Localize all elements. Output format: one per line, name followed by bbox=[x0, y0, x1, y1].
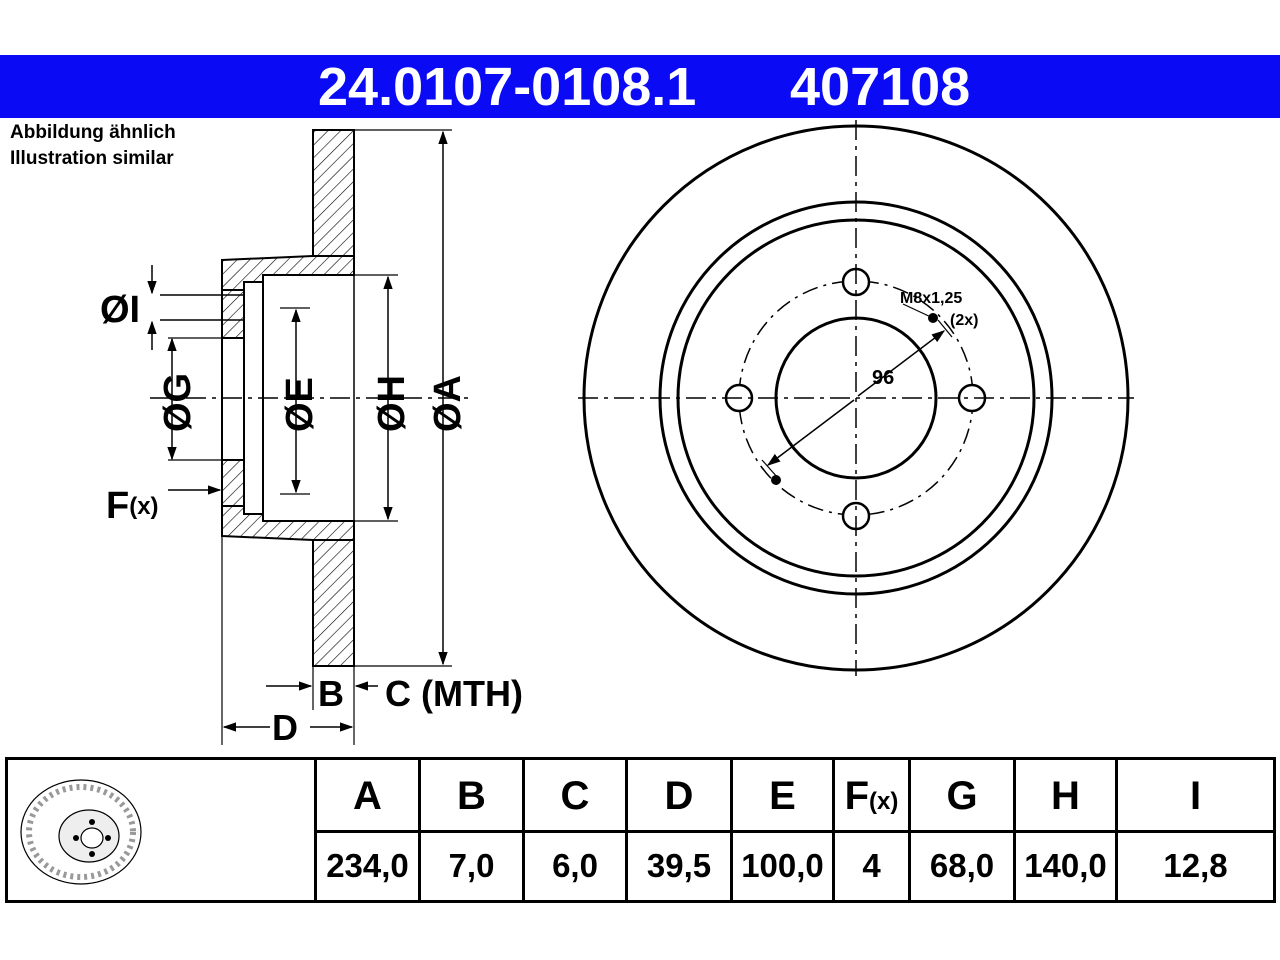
col-header-h: H bbox=[1051, 774, 1080, 818]
value-i: 12,8 bbox=[1163, 847, 1228, 884]
col-header-d: D bbox=[664, 774, 694, 818]
table-col-divider bbox=[1013, 760, 1016, 900]
hub-bore bbox=[221, 337, 245, 461]
col-header-g: G bbox=[946, 774, 978, 818]
value-e: 100,0 bbox=[741, 847, 824, 884]
table-col-divider bbox=[1115, 760, 1118, 900]
table-col-divider bbox=[625, 760, 628, 900]
value-b: 7,0 bbox=[448, 847, 495, 884]
label-b: B bbox=[318, 673, 344, 714]
label-thread-count: (2x) bbox=[950, 312, 978, 329]
hat-wall-bottom bbox=[221, 505, 355, 541]
friction-ring-top bbox=[312, 129, 355, 257]
table-col-divider bbox=[908, 760, 911, 900]
value-g: 68,0 bbox=[929, 847, 995, 884]
col-header-i: I bbox=[1189, 774, 1202, 818]
note-line-de: Abbildung ähnlich bbox=[10, 122, 176, 143]
col-header-b: B bbox=[457, 774, 486, 818]
value-a: 234,0 bbox=[326, 847, 409, 884]
value-c: 6,0 bbox=[552, 847, 598, 884]
front-view bbox=[578, 120, 1134, 676]
note-line-en: Illustration similar bbox=[10, 148, 174, 169]
label-dia-i: ØI bbox=[100, 289, 140, 331]
friction-ring-bottom bbox=[312, 539, 355, 667]
label-dia-h: ØH bbox=[371, 375, 413, 432]
table-col-divider bbox=[314, 760, 317, 900]
spec-table: A B C D E F(x) G H I 234,0 7,0 6,0 39,5 … bbox=[5, 757, 1276, 903]
col-header-e: E bbox=[769, 774, 796, 818]
label-pcd: 96 bbox=[872, 367, 894, 389]
disc-thumbnail-icon bbox=[20, 779, 142, 885]
value-f: 4 bbox=[862, 847, 881, 884]
label-f: F(x) bbox=[106, 485, 159, 527]
hat-wall-top bbox=[221, 255, 355, 291]
label-dia-a: ØA bbox=[427, 375, 469, 432]
thread-hole bbox=[771, 475, 781, 485]
table-row-divider bbox=[314, 830, 1273, 833]
table-col-divider bbox=[522, 760, 525, 900]
label-d: D bbox=[272, 707, 298, 748]
table-col-divider bbox=[832, 760, 835, 900]
col-header-c: C bbox=[560, 774, 590, 818]
part-number: 24.0107-0108.1 bbox=[318, 57, 697, 117]
label-c: C (MTH) bbox=[385, 673, 523, 714]
label-dia-e: ØE bbox=[279, 377, 321, 432]
table-col-divider bbox=[730, 760, 733, 900]
value-h: 140,0 bbox=[1024, 847, 1107, 884]
label-dia-g: ØG bbox=[157, 373, 199, 432]
cross-section-view bbox=[147, 129, 470, 745]
reference-number: 407108 bbox=[790, 57, 971, 117]
col-header-a: A bbox=[353, 774, 382, 818]
table-col-divider bbox=[418, 760, 421, 900]
label-thread: M8x1,25 bbox=[900, 290, 962, 307]
title-bar: 24.0107-0108.1 407108 bbox=[0, 55, 1280, 118]
value-d: 39,5 bbox=[646, 847, 712, 884]
col-header-f: F(x) bbox=[844, 774, 899, 818]
